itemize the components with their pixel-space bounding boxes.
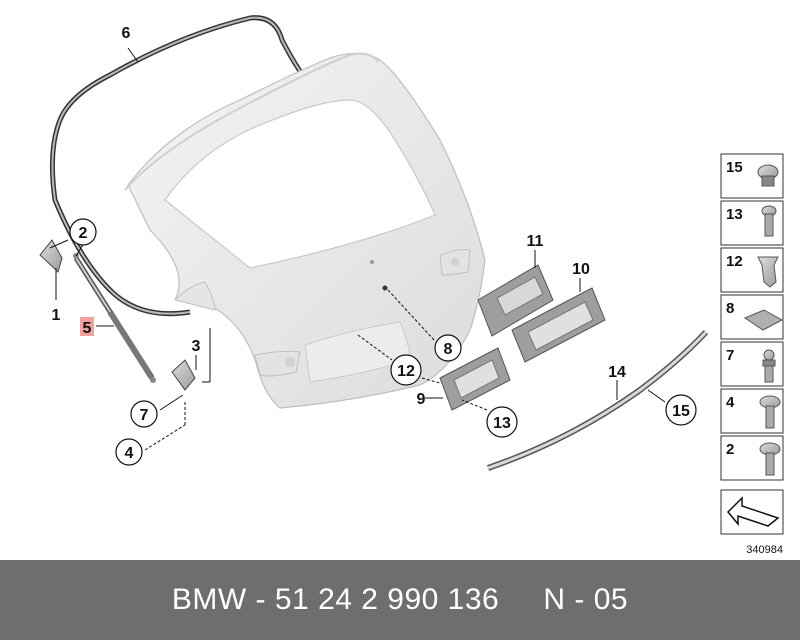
callout-2: 2 <box>79 225 88 242</box>
expanding-nut-icon <box>757 256 779 288</box>
tailgate-body <box>124 52 486 409</box>
parts-diagram: 6 2 1 5 3 7 4 8 12 9 13 11 10 14 15 15 <box>39 15 784 556</box>
clip-icon <box>757 164 779 187</box>
collar-screw-icon <box>759 395 781 429</box>
trim-strip <box>487 329 709 471</box>
part-number-footer: BMW - 51 24 2 990 136 N - 05 <box>0 560 800 640</box>
callout-11: 11 <box>527 233 544 250</box>
legend-row: 12 <box>720 247 784 293</box>
collar-screw-icon <box>759 442 781 476</box>
gas-strut <box>73 253 156 383</box>
legend-row: 13 <box>720 200 784 246</box>
legend-number: 12 <box>726 253 743 270</box>
callout-3: 3 <box>192 338 201 355</box>
legend-number: 15 <box>726 159 743 176</box>
callout-8: 8 <box>444 341 453 358</box>
callout-15: 15 <box>672 403 690 420</box>
cap-icon <box>743 309 784 331</box>
legend-row: 2 <box>720 435 784 481</box>
legend-row: 7 <box>720 341 784 387</box>
callout-9: 9 <box>417 391 426 408</box>
callout-7: 7 <box>140 407 149 424</box>
legend-row: 15 <box>720 153 784 199</box>
legend-number: 2 <box>726 441 734 458</box>
callout-6: 6 <box>122 25 131 42</box>
legend-number: 8 <box>726 300 734 317</box>
legend-row: 8 <box>720 294 784 340</box>
plate-bracket-11 <box>477 264 554 337</box>
legend-row: 4 <box>720 388 784 434</box>
part-number-text: BMW - 51 24 2 990 136 N - 05 <box>171 583 629 616</box>
fastener-legend: 15 13 12 8 <box>720 153 784 556</box>
callout-13: 13 <box>493 415 511 432</box>
screw-icon <box>761 205 777 237</box>
legend-number: 4 <box>726 394 735 411</box>
plate-light-9 <box>439 347 511 411</box>
reference-number: 340984 <box>746 544 783 556</box>
callout-10: 10 <box>572 261 590 278</box>
callout-1: 1 <box>52 307 61 324</box>
legend-row <box>720 489 784 535</box>
lower-bracket <box>171 359 196 391</box>
legend-number: 13 <box>726 206 743 223</box>
callout-14: 14 <box>608 364 626 381</box>
callout-5-highlight <box>80 317 94 336</box>
leader-lines <box>49 47 666 451</box>
legend-number: 7 <box>726 347 734 364</box>
direction-arrow-icon <box>726 496 780 527</box>
callouts: 6 2 1 5 3 7 4 8 12 9 13 11 10 14 15 <box>52 25 697 466</box>
ball-stud-icon <box>762 349 776 383</box>
callout-4: 4 <box>125 445 134 462</box>
plate-light-10 <box>511 287 606 363</box>
upper-bracket <box>39 239 63 273</box>
callout-5: 5 <box>83 320 92 337</box>
callout-12: 12 <box>397 363 415 380</box>
